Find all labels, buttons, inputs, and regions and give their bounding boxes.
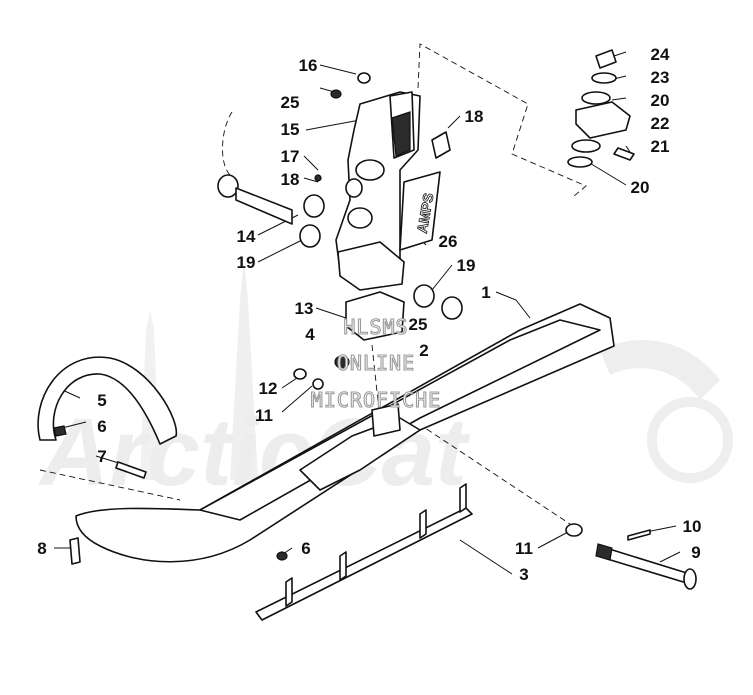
callout-17: 17	[281, 147, 300, 166]
callout-20b: 20	[631, 178, 650, 197]
callout-11b: 11	[515, 539, 533, 558]
callout-13: 13	[295, 299, 314, 318]
decal-label: AMPS	[414, 192, 437, 235]
part-17-bolt	[330, 89, 342, 99]
part-16-nut	[357, 72, 371, 84]
part-6b-nut	[276, 551, 288, 561]
callout-2: 2	[419, 341, 428, 360]
watermark-line-1: HLSMS	[343, 315, 408, 339]
callout-8: 8	[37, 539, 46, 558]
ski-loop	[37, 356, 178, 479]
callout-21: 21	[651, 137, 670, 156]
callout-18a: 18	[465, 107, 484, 126]
callout-5: 5	[97, 391, 106, 410]
callout-1: 1	[481, 283, 490, 302]
part-18b-bushing	[303, 194, 325, 218]
part-12-nut	[293, 368, 307, 380]
part-20b-washer	[571, 139, 601, 153]
part-19b-bushing	[413, 284, 435, 308]
callout-6a: 6	[97, 417, 106, 436]
callout-15: 15	[281, 120, 300, 139]
part-23-ring	[591, 72, 617, 84]
watermark-line-3: MICROFICHE	[311, 388, 441, 412]
part-7-bolt	[115, 461, 147, 479]
callout-26: 26	[439, 232, 458, 251]
pivot-bolt	[595, 529, 697, 590]
part-20c-washer	[567, 156, 593, 168]
callout-4: 4	[305, 325, 315, 344]
part-22-block	[575, 101, 631, 139]
callout-23: 23	[651, 68, 670, 87]
part-19-bushing	[299, 224, 321, 248]
callout-9: 9	[691, 543, 700, 562]
watermark-line-2: ONLINE	[337, 351, 415, 375]
callout-3: 3	[519, 565, 528, 584]
callout-25b: 25	[409, 315, 428, 334]
callout-20a: 20	[651, 91, 670, 110]
callout-14: 14	[237, 227, 256, 246]
part-21-bolt	[613, 147, 635, 161]
part-14-tube	[235, 187, 293, 225]
wear-bar	[255, 483, 473, 621]
part-11b-washer	[565, 523, 583, 537]
part-6-nut	[53, 425, 67, 437]
spindle-assembly: AMPS	[335, 91, 441, 341]
callout-6b: 6	[301, 539, 310, 558]
callout-11a: 11	[255, 406, 273, 425]
callout-16: 16	[299, 56, 318, 75]
callout-24: 24	[651, 45, 670, 64]
callout-10: 10	[683, 517, 702, 536]
part-18-bushing	[431, 131, 451, 159]
part-11-washer	[312, 378, 324, 390]
callout-25a: 25	[281, 93, 300, 112]
callouts: 24 23 20 22 21 20 16 25 15 17 18 18 14 1…	[37, 45, 701, 584]
part-24-cap	[595, 49, 617, 69]
callout-19b: 19	[457, 256, 476, 275]
part-2-bracket	[371, 403, 401, 437]
ski	[69, 303, 615, 565]
watermark-text: HLSMS ONLINE MICROFICHE	[310, 314, 441, 412]
callout-18b: 18	[281, 170, 300, 189]
callout-7: 7	[97, 447, 106, 466]
part-20-washer	[581, 91, 611, 105]
part-25b-cap	[441, 296, 463, 320]
callout-22: 22	[651, 114, 670, 133]
hardware	[217, 49, 635, 561]
part-25-cap	[217, 174, 239, 198]
part-4-nut	[334, 355, 350, 369]
part-8-bolt	[69, 537, 81, 565]
callout-19a: 19	[237, 253, 256, 272]
part-17-pin	[314, 174, 322, 182]
callout-12: 12	[259, 379, 278, 398]
